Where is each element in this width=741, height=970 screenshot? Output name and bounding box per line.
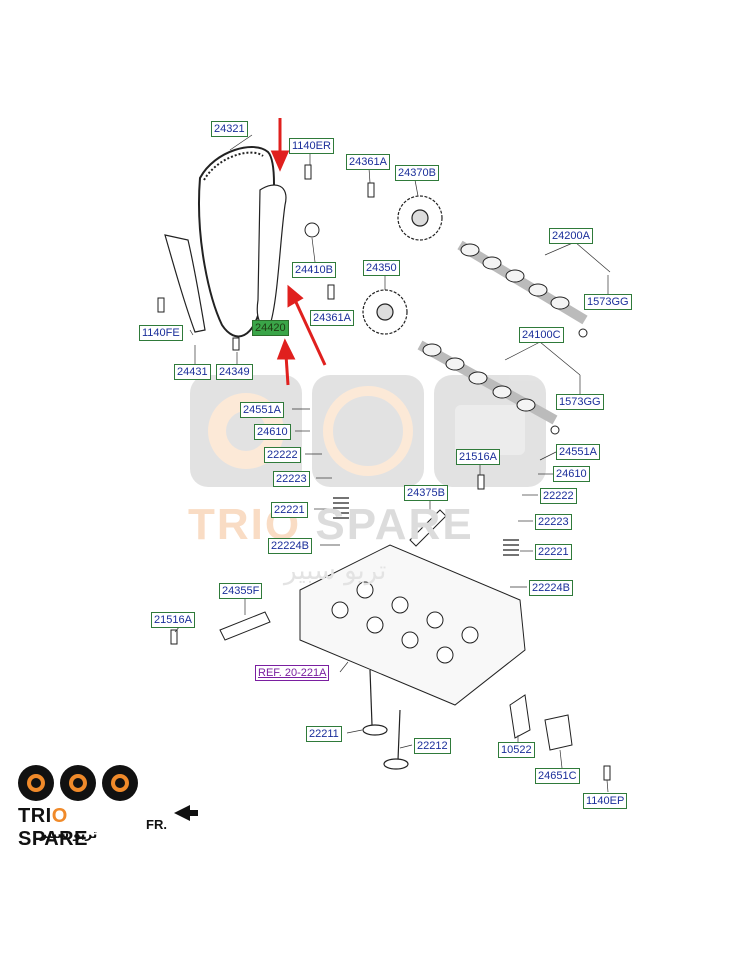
leader-lines [174,134,611,793]
bracket-icon [509,694,573,751]
speedometer-icon [60,765,96,801]
part-label-1573gg-mid[interactable]: 1573GG [556,394,604,410]
part-label-1573gg-top[interactable]: 1573GG [584,294,632,310]
front-direction-arrow-icon [174,805,198,821]
part-label-22212[interactable]: 22212 [414,738,451,754]
reference-label-20-221a[interactable]: REF. 20-221A [255,665,330,681]
part-label-22222-left[interactable]: 22222 [264,447,301,463]
part-label-22221-right[interactable]: 22221 [535,544,572,560]
part-label-24321[interactable]: 24321 [211,121,248,137]
part-label-21516a-left[interactable]: 21516A [151,612,195,628]
part-label-22223-left[interactable]: 22223 [273,471,310,487]
part-label-22224b-right[interactable]: 22224B [529,580,573,596]
oil-control-valve-icon [219,509,447,641]
bolt-icon [157,164,611,781]
watermark-spare: SPARE [315,500,474,549]
engine-icon [102,765,138,801]
part-label-24100c[interactable]: 24100C [519,327,564,343]
part-label-24350[interactable]: 24350 [363,260,400,276]
part-label-24651c[interactable]: 24651C [535,768,580,784]
part-label-10522[interactable]: 10522 [498,742,535,758]
part-label-24551a-right[interactable]: 24551A [556,444,600,460]
chain-guide-icon [164,184,287,333]
camshaft-sprocket-icon [362,195,443,335]
part-label-24200a[interactable]: 24200A [549,228,593,244]
brand-name: TRIO SPARE [18,805,88,850]
part-label-24431[interactable]: 24431 [174,364,211,380]
part-label-24361a-top[interactable]: 24361A [346,154,390,170]
cylinder-head-icon [299,544,526,706]
spring-icon [333,497,519,556]
brand-name-arabic: تريو سبير [40,827,98,841]
brake-disc-icon [18,765,54,801]
part-label-22211[interactable]: 22211 [306,726,342,742]
part-label-24355f[interactable]: 24355F [219,583,263,599]
highlight-arrows [270,118,327,386]
part-label-22221-left[interactable]: 22221 [271,502,308,518]
part-label-24551a-left[interactable]: 24551A [240,402,284,418]
part-label-24375b[interactable]: 24375B [404,485,448,501]
part-label-1140ep[interactable]: 1140EP [583,793,628,809]
part-label-21516a-right[interactable]: 21516A [456,449,500,465]
part-label-1140er[interactable]: 1140ER [289,138,334,154]
part-label-24361a-mid[interactable]: 24361A [310,310,354,326]
part-label-22222-right[interactable]: 22222 [540,488,577,504]
brand-logo: TRIO SPARE تريو سبير [18,765,143,850]
part-label-1140fe[interactable]: 1140FE [139,325,183,341]
front-direction-label: FR. [146,817,167,832]
part-label-22224b-left[interactable]: 22224B [268,538,312,554]
part-label-24420-highlighted[interactable]: 24420 [252,320,289,336]
camshaft-icon [417,240,588,425]
part-label-24410b[interactable]: 24410B [292,262,336,278]
part-label-24610-left[interactable]: 24610 [254,424,291,440]
part-label-24610-right[interactable]: 24610 [553,466,590,482]
part-label-24370b[interactable]: 24370B [395,165,439,181]
watermark-arabic: تريو سبير [284,556,387,586]
part-label-22223-right[interactable]: 22223 [535,514,572,530]
part-label-24349[interactable]: 24349 [216,364,253,380]
valve-icon [362,669,409,770]
watermark-text: TRIO SPARE [188,500,474,550]
